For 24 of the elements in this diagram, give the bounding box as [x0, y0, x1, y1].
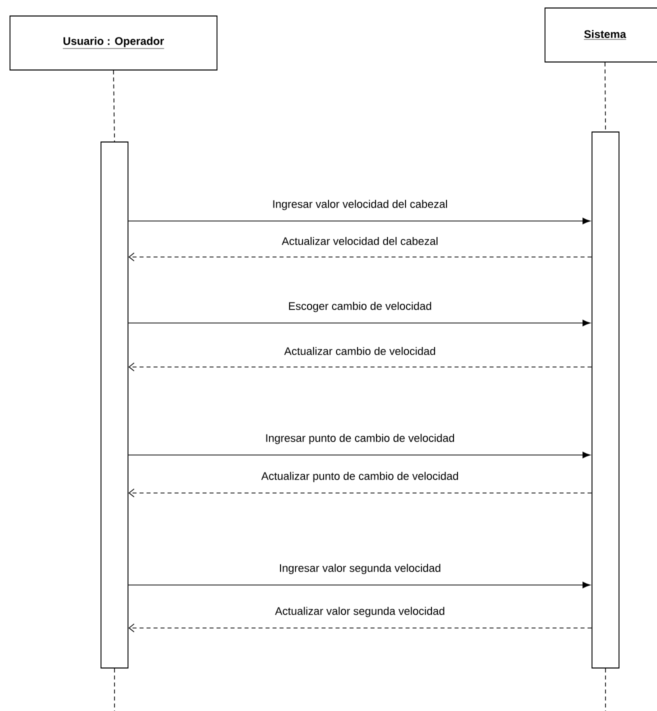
edge-label: Ingresar punto de cambio de velocidad — [264, 432, 456, 446]
edge-label: Actualizar cambio de velocidad — [283, 346, 437, 356]
message-arrow — [128, 582, 590, 588]
edge-label: Ingresar valor velocidad del cabezal — [271, 198, 449, 212]
activation-bar — [100, 142, 128, 668]
edge-label: Actualizar velocidad del cabezal — [280, 236, 440, 246]
message-arrow — [128, 624, 592, 632]
lifeline — [605, 668, 606, 711]
message-arrow — [128, 252, 592, 262]
edge-label: Escoger cambio de velocidad — [287, 300, 433, 314]
message-arrow — [128, 362, 592, 372]
participant-box: Usuario : Operador — [10, 16, 218, 70]
edge-label: Ingresar valor segunda velocidad — [278, 562, 442, 576]
participant-box: Sistema — [544, 8, 657, 62]
message-arrow — [128, 488, 592, 498]
message-arrow — [128, 452, 590, 458]
message-arrow — [128, 320, 590, 326]
lifeline — [604, 62, 606, 132]
edge-label: Actualizar punto de cambio de velocidad — [260, 470, 460, 484]
lifeline — [113, 70, 115, 142]
lifeline — [114, 668, 115, 711]
activation-bar — [592, 132, 620, 668]
message-arrow — [128, 218, 590, 224]
edge-label: Actualizar valor segunda velocidad — [274, 606, 446, 618]
